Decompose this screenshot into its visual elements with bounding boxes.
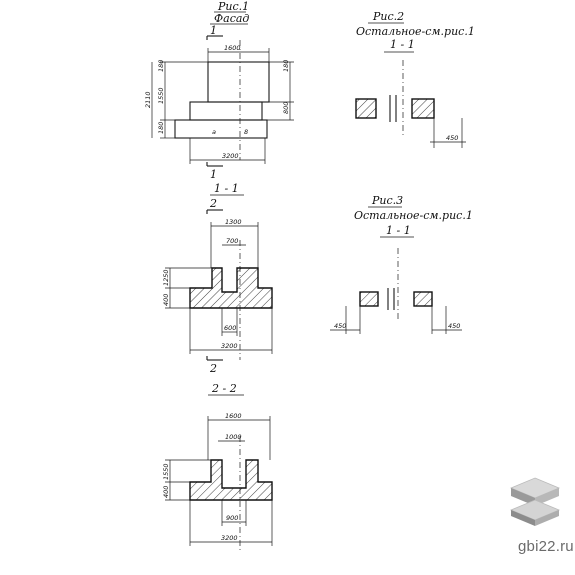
fig1-dim-top: 1600 [224,44,241,52]
fig3-right-block [413,291,433,307]
fig2-subtitle: Остальное-см.рис.1 [356,25,475,38]
fig2-section: 1 - 1 [390,38,415,51]
fig1-letter-a: a [212,128,216,136]
fig1-dim-right-1: 180 [282,60,290,72]
section22-dim-top: 1600 [225,412,242,420]
fig2-dim: 450 [446,134,458,142]
fig1-dim-bottom: 3200 [222,152,239,160]
section11-title: 1 - 1 [214,182,239,195]
section22-dim-base: 900 [226,514,238,522]
section22-dim-bottom: 3200 [221,534,238,542]
section-1-1: 1 - 1 2 1300 700 1250 400 600 3200 2 [162,182,273,375]
fig3-left-block [359,291,379,307]
section11-mark-top: 2 [209,197,217,210]
fig3-section: 1 - 1 [386,224,411,237]
fig3-subtitle: Остальное-см.рис.1 [354,209,473,222]
section-2-2: 2 - 2 1600 1000 1550 400 900 3200 [162,382,273,550]
fig1-dim-right-2: 800 [282,102,290,114]
fig1-section-mark-top: 1 [210,24,217,37]
watermark-text[interactable]: gbi22.ru [518,538,574,555]
section22-dim-left-2: 400 [162,486,170,498]
layered-blocks-icon [509,477,561,526]
section22-dim-left-1: 1550 [162,463,170,480]
fig1-section-mark-bottom: 1 [210,168,217,181]
fig2-right-block [411,98,435,119]
section11-hatched-body [189,267,273,309]
section22-hatched-body [189,459,273,501]
section11-dim-inner: 700 [226,237,238,245]
section11-mark-bottom: 2 [209,362,217,375]
section11-dim-bottom: 3200 [221,342,238,350]
fig1-dim-left-3: 180 [157,122,165,134]
fig2-title: Рис.2 [372,10,404,23]
fig1-letter-b: 8 [244,128,248,136]
fig1-dim-total: 2110 [144,91,152,108]
fig3: Рис.3 Остальное-см.рис.1 1 - 1 450 450 [330,194,473,334]
fig3-dim-left: 450 [334,322,346,330]
fig1-subtitle: Фасад [214,12,249,25]
section11-dim-left-1: 1250 [162,269,170,286]
section11-dim-base: 600 [224,324,236,332]
fig2-left-block [355,98,377,119]
fig1-dim-left-1: 180 [157,60,165,72]
fig3-dim-right: 450 [448,322,460,330]
fig1-facade: Рис.1 Фасад 1 1600 3200 180 1550 180 2 [144,0,294,181]
fig3-title: Рис.3 [371,194,403,207]
fig1-dim-left-2: 1550 [157,87,165,104]
section22-title: 2 - 2 [211,382,237,395]
section11-dim-left-2: 400 [162,294,170,306]
fig1-title: Рис.1 [217,0,249,13]
section11-dim-top: 1300 [225,218,242,226]
fig2: Рис.2 Остальное-см.рис.1 1 - 1 450 [355,10,475,148]
section22-dim-inner: 1000 [225,433,242,441]
